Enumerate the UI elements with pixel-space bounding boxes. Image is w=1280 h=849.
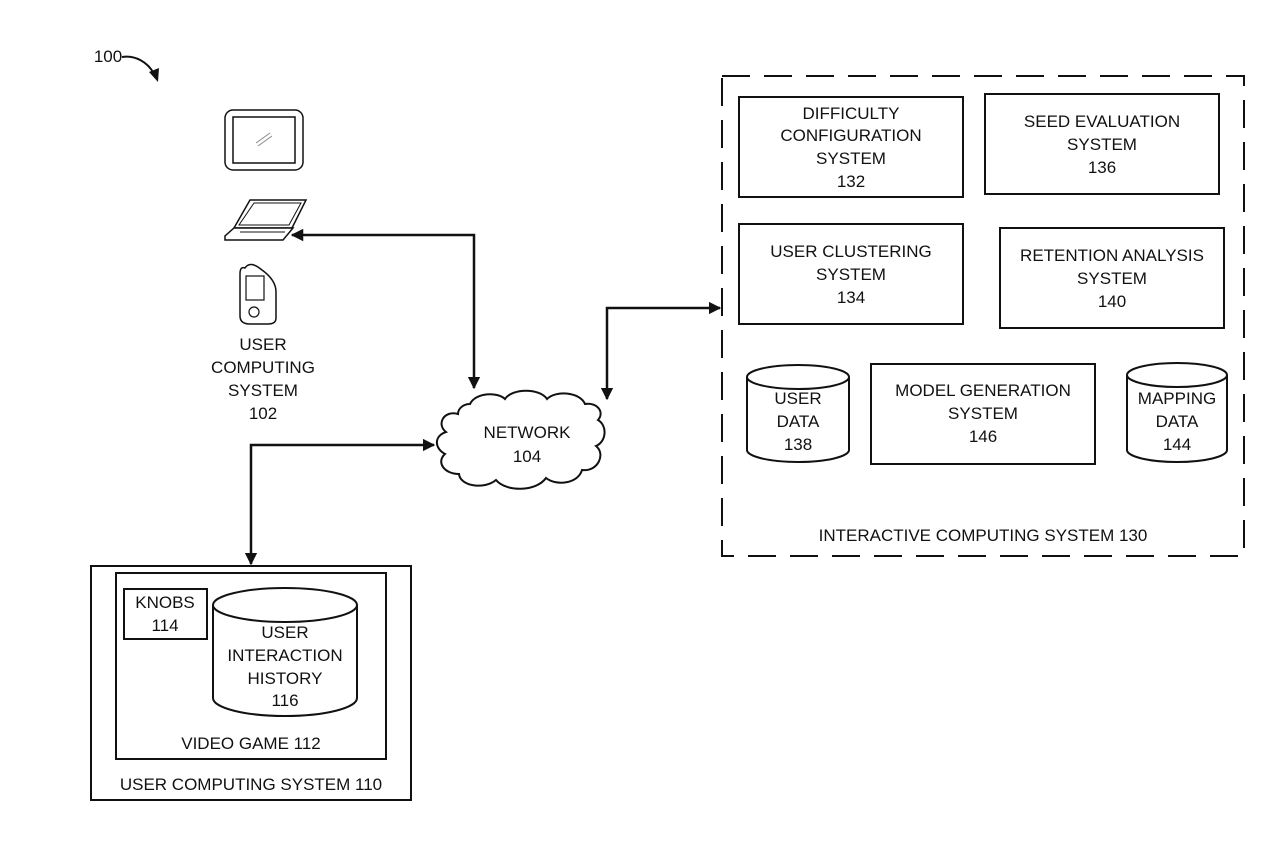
ucs102-line-2: COMPUTING [211, 358, 315, 377]
database-icon [1126, 375, 1228, 463]
figure-ref-arrow-icon [121, 55, 155, 75]
retention-line-2: SYSTEM [1077, 269, 1147, 288]
model-line-1: MODEL GENERATION [895, 381, 1071, 400]
interactive-computing-system: DIFFICULTY CONFIGURATION SYSTEM 132 SEED… [721, 75, 1245, 557]
user-data-store: USER DATA 138 [746, 364, 850, 463]
knobs: KNOBS 114 [123, 588, 208, 640]
difficulty-line-1: DIFFICULTY [803, 104, 900, 123]
connector-network-ucs110 [244, 438, 436, 566]
model-generation-system: MODEL GENERATION SYSTEM 146 [870, 363, 1096, 465]
user-computing-system-110: KNOBS 114 USER INTERACTION HISTORY 116 V… [90, 565, 412, 801]
clustering-line-2: SYSTEM [816, 265, 886, 284]
tablet-icon [224, 109, 304, 171]
retention-analysis-system: RETENTION ANALYSIS SYSTEM 140 [999, 227, 1225, 329]
knobs-line-2: 114 [151, 616, 178, 635]
network-cloud: NETWORK 104 [435, 389, 606, 490]
seed-line-1: SEED EVALUATION [1024, 112, 1180, 131]
database-icon [212, 605, 358, 717]
user-computing-system-102-label: USER COMPUTING SYSTEM 102 [211, 335, 315, 423]
ucs102-line-3: SYSTEM [228, 381, 298, 400]
video-game-label: VIDEO GAME 112 [181, 734, 321, 753]
network-line-2: 104 [513, 447, 541, 466]
user-data-line-1: USER [774, 389, 821, 408]
figure-number: 100 [94, 47, 122, 66]
figure-ref-arrowhead-icon [149, 68, 159, 82]
model-line-3: 146 [969, 427, 997, 446]
interactive-system-label: INTERACTIVE COMPUTING SYSTEM 130 [819, 526, 1148, 545]
laptop-icon [224, 199, 308, 241]
mobile-phone-icon [239, 263, 277, 325]
history-line-2: INTERACTION [227, 646, 342, 665]
user-data-line-2: DATA [777, 412, 820, 431]
clustering-line-3: 134 [837, 288, 865, 307]
mapping-data-line-2: DATA [1156, 412, 1199, 431]
history-line-1: USER [261, 623, 308, 642]
interactive-system-boundary [721, 75, 1245, 557]
figure-reference: 100 [94, 47, 159, 82]
user-computing-system-110-label: USER COMPUTING SYSTEM 110 [120, 775, 382, 794]
connector-network-interactive [600, 301, 722, 401]
mapping-data-line-3: 144 [1163, 435, 1191, 454]
network-line-1: NETWORK [484, 423, 572, 442]
user-data-line-3: 138 [784, 435, 812, 454]
model-line-2: SYSTEM [948, 404, 1018, 423]
seed-line-3: 136 [1088, 158, 1116, 177]
difficulty-line-3: SYSTEM [816, 149, 886, 168]
knobs-line-1: KNOBS [135, 593, 195, 612]
seed-line-2: SYSTEM [1067, 135, 1137, 154]
video-game: KNOBS 114 USER INTERACTION HISTORY 116 V… [115, 572, 387, 760]
mapping-data-line-1: MAPPING [1138, 389, 1216, 408]
mapping-data-store: MAPPING DATA 144 [1126, 362, 1228, 463]
difficulty-line-2: CONFIGURATION [780, 126, 921, 145]
connector-laptop-network [290, 228, 481, 390]
clustering-line-1: USER CLUSTERING [770, 242, 932, 261]
cloud-icon [435, 389, 606, 490]
seed-evaluation-system: SEED EVALUATION SYSTEM 136 [984, 93, 1220, 195]
user-interaction-history: USER INTERACTION HISTORY 116 [212, 587, 358, 717]
user-clustering-system: USER CLUSTERING SYSTEM 134 [738, 223, 964, 325]
retention-line-3: 140 [1098, 292, 1126, 311]
ucs102-line-4: 102 [249, 404, 277, 423]
history-line-4: 116 [271, 691, 298, 710]
difficulty-configuration-system: DIFFICULTY CONFIGURATION SYSTEM 132 [738, 96, 964, 198]
difficulty-line-4: 132 [837, 172, 865, 191]
retention-line-1: RETENTION ANALYSIS [1020, 246, 1204, 265]
database-icon [746, 377, 850, 463]
ucs102-line-1: USER [239, 335, 286, 354]
history-line-3: HISTORY [248, 669, 323, 688]
